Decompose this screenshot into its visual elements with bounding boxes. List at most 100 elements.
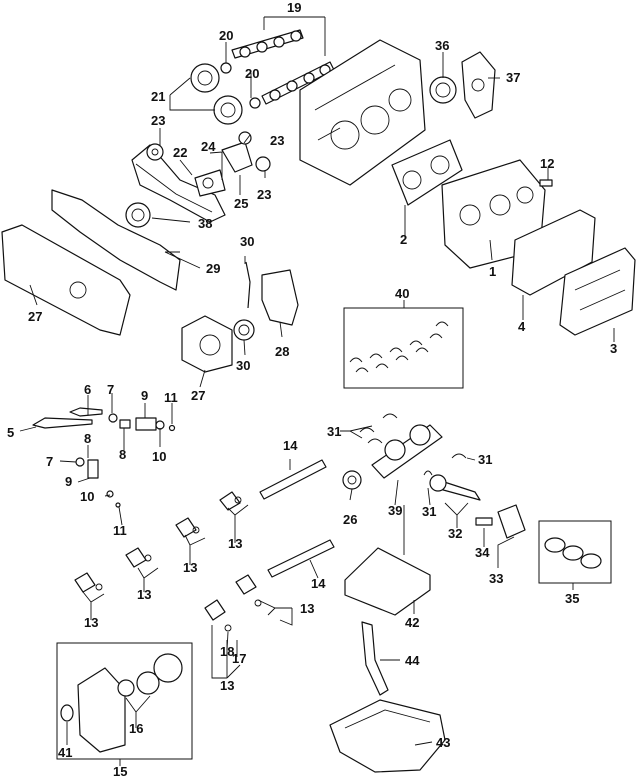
valve-spring-lower[interactable] xyxy=(87,459,99,479)
oil-pan[interactable] xyxy=(329,699,446,773)
leader-lines xyxy=(19,16,615,766)
piston-pin[interactable] xyxy=(475,517,493,526)
callout-31-right: 31 xyxy=(478,452,492,467)
callout-33: 33 xyxy=(489,571,503,586)
rocker-arm-group-1[interactable] xyxy=(219,491,242,511)
cam-seal-30[interactable] xyxy=(233,319,255,341)
valve-keeper-lower[interactable] xyxy=(115,502,121,508)
oil-pump-rotors[interactable] xyxy=(117,653,183,697)
callout-11-top: 11 xyxy=(164,390,178,405)
cam-sprocket-upper[interactable] xyxy=(190,63,220,93)
bearing-set-box xyxy=(343,307,464,389)
rocker-arm-group-6[interactable] xyxy=(204,599,232,632)
cylinder-head-gasket[interactable] xyxy=(391,139,463,206)
crank-pulley-26[interactable] xyxy=(342,470,362,490)
callout-20-top: 20 xyxy=(219,28,233,43)
belt-tensioner[interactable] xyxy=(194,169,226,197)
rocker-arm-group-3[interactable] xyxy=(125,547,152,568)
callout-7-bottom: 7 xyxy=(46,454,53,469)
callout-18: 18 xyxy=(220,644,234,659)
tensioner-bracket[interactable] xyxy=(221,141,253,173)
callout-21: 21 xyxy=(151,89,165,104)
callout-36: 36 xyxy=(435,38,449,53)
callout-35: 35 xyxy=(565,591,579,606)
callout-23-a: 23 xyxy=(151,113,165,128)
valve-spring[interactable] xyxy=(135,417,157,431)
callout-16: 16 xyxy=(129,721,143,736)
valve-intake[interactable] xyxy=(69,407,103,417)
callout-6: 6 xyxy=(84,382,91,397)
rocker-arm-group-2[interactable] xyxy=(175,517,200,538)
callout-28: 28 xyxy=(275,344,289,359)
callout-31-bottom: 31 xyxy=(422,504,436,519)
crankshaft[interactable] xyxy=(371,424,443,479)
rocker-arm-group-4[interactable] xyxy=(74,572,103,593)
callout-2: 2 xyxy=(400,232,407,247)
pcv-hose[interactable] xyxy=(245,261,251,309)
rocker-shaft-upper[interactable] xyxy=(259,459,327,500)
idler-pulley-small[interactable] xyxy=(255,156,271,172)
valve-retainer[interactable] xyxy=(155,420,165,430)
camshaft-upper[interactable] xyxy=(231,29,304,59)
callout-22: 22 xyxy=(173,145,187,160)
valve-cover[interactable] xyxy=(559,247,636,336)
callout-20-bottom: 20 xyxy=(245,66,259,81)
idler-pulley[interactable] xyxy=(146,143,164,161)
callout-26: 26 xyxy=(343,512,357,527)
callout-13-e: 13 xyxy=(300,601,314,616)
cam-sprocket-lower[interactable] xyxy=(213,95,243,125)
valve-exhaust[interactable] xyxy=(32,417,93,429)
callout-29: 29 xyxy=(206,261,220,276)
thrust-bearing-right[interactable] xyxy=(451,453,467,459)
callout-37: 37 xyxy=(506,70,520,85)
piston[interactable] xyxy=(497,504,526,539)
callout-3: 3 xyxy=(610,341,617,356)
callout-19: 19 xyxy=(287,0,301,15)
connecting-rod[interactable] xyxy=(429,474,481,501)
valve-keeper[interactable] xyxy=(168,424,176,432)
oil-pump-housing[interactable] xyxy=(77,667,126,753)
callout-23-c: 23 xyxy=(257,187,271,202)
callout-43: 43 xyxy=(436,735,450,750)
main-bearing-shells[interactable] xyxy=(349,321,449,373)
rod-bearing[interactable] xyxy=(423,470,433,476)
oil-baffle[interactable] xyxy=(344,547,431,616)
oil-pump-housing-cam[interactable] xyxy=(181,315,233,373)
callout-30-top: 30 xyxy=(240,234,254,249)
rocker-shaft-lower[interactable] xyxy=(267,539,335,578)
cylinder-head-left[interactable] xyxy=(299,39,426,186)
cam-bracket-28[interactable] xyxy=(261,269,299,326)
timing-cover-front[interactable] xyxy=(1,224,131,336)
valve-cover-gasket[interactable] xyxy=(511,209,596,296)
oil-seal-41[interactable] xyxy=(60,704,74,722)
callout-9-top: 9 xyxy=(141,388,148,403)
rocker-arm-group-5[interactable] xyxy=(235,574,262,607)
callout-31-left: 31 xyxy=(327,424,341,439)
callout-15: 15 xyxy=(113,764,127,778)
valve-spring-seat[interactable] xyxy=(119,419,131,429)
timing-cover-rear[interactable] xyxy=(461,51,496,119)
callout-9-bottom: 9 xyxy=(65,474,72,489)
callout-44: 44 xyxy=(405,653,420,668)
crank-sprocket-pulley[interactable] xyxy=(125,202,151,228)
valve-seal[interactable] xyxy=(108,413,118,423)
cam-washer-lower[interactable] xyxy=(249,97,261,109)
callout-38: 38 xyxy=(198,216,212,231)
cam-washer-upper[interactable] xyxy=(220,62,232,74)
callout-14-lower: 14 xyxy=(311,576,326,591)
callout-5: 5 xyxy=(7,425,14,440)
piston-rings[interactable] xyxy=(544,537,602,569)
idler-pulley-top[interactable] xyxy=(238,131,252,145)
timing-cover-gasket[interactable] xyxy=(51,189,181,291)
callout-27-left: 27 xyxy=(28,309,42,324)
oil-pickup[interactable] xyxy=(361,621,389,696)
valve-seal-lower[interactable] xyxy=(75,457,85,467)
valve-retainer-lower[interactable] xyxy=(106,490,114,498)
thrust-bearing-upper[interactable] xyxy=(359,413,398,444)
callout-12: 12 xyxy=(540,156,554,171)
callout-8-bottom: 8 xyxy=(84,431,91,446)
callout-10-top: 10 xyxy=(152,449,166,464)
oil-seal-cam[interactable] xyxy=(429,76,457,104)
head-stud[interactable] xyxy=(539,179,553,187)
oil-pump-box xyxy=(56,642,193,760)
